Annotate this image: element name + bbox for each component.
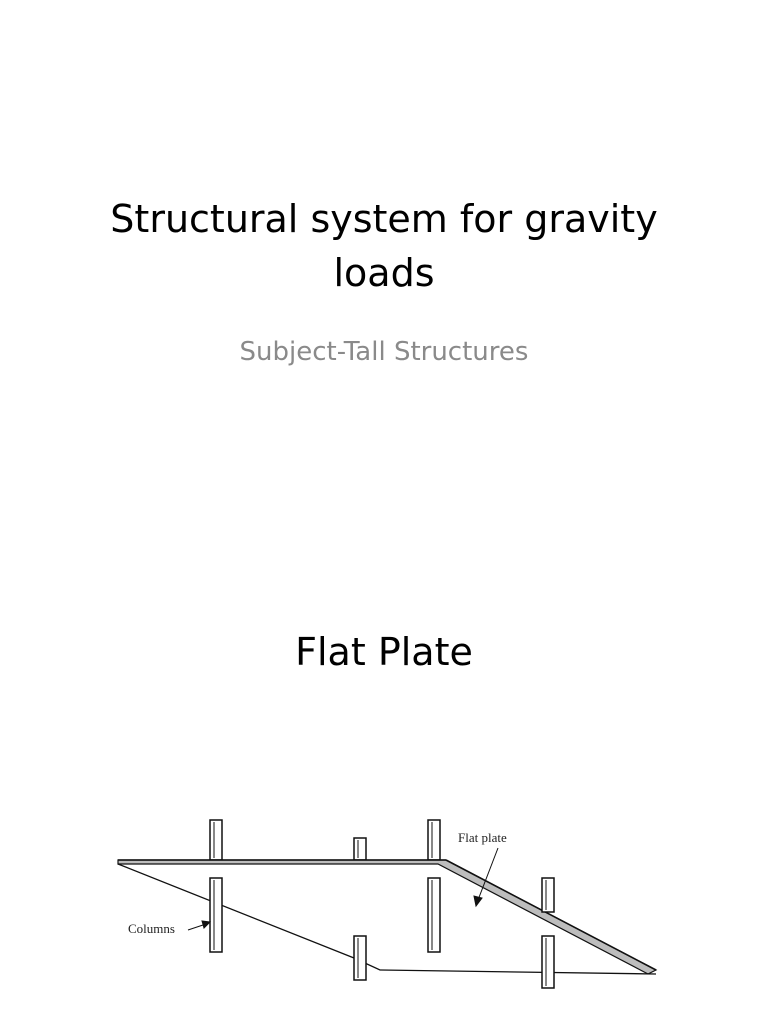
slab-edge bbox=[117, 859, 658, 975]
columns-leader bbox=[187, 920, 212, 931]
upper-column-1 bbox=[209, 819, 223, 861]
flat-plate-leader bbox=[473, 847, 499, 908]
slab-outline bbox=[117, 863, 657, 975]
columns-arrowhead bbox=[201, 920, 212, 929]
lower-column-1 bbox=[209, 877, 223, 953]
flat-plate-arrowhead bbox=[473, 895, 483, 908]
slide-title: Structural system for gravity loads bbox=[110, 197, 658, 295]
flat-plate-heading: Flat Plate bbox=[295, 630, 473, 674]
lower-column-4 bbox=[541, 935, 555, 989]
columns-label: Columns bbox=[128, 921, 175, 936]
lower-columns bbox=[209, 877, 555, 989]
slab bbox=[117, 859, 658, 975]
upper-columns bbox=[209, 819, 441, 861]
upper-column-4 bbox=[541, 877, 555, 913]
flat-plate-label: Flat plate bbox=[458, 830, 507, 845]
flat-plate-diagram: Flat plate Columns bbox=[108, 812, 668, 992]
upper-column-3 bbox=[427, 819, 441, 861]
lower-column-3 bbox=[353, 935, 367, 981]
upper-column-2 bbox=[353, 837, 367, 861]
slide-subtitle: Subject-Tall Structures bbox=[239, 337, 529, 367]
lower-column-2 bbox=[427, 877, 441, 953]
flat-plate-drawing: Flat plate Columns bbox=[117, 819, 658, 989]
